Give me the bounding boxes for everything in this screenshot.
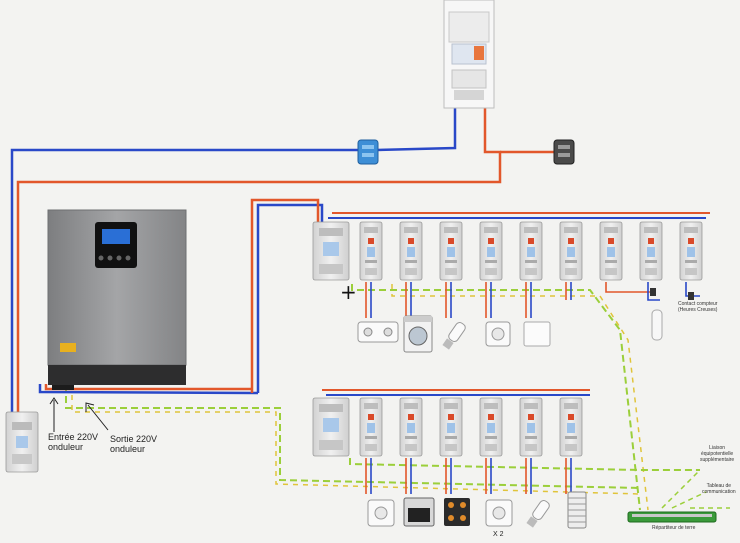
washing-machine-icon (403, 315, 433, 353)
phase-inverter-out (44, 384, 252, 391)
extra-bonding-label-line3: supplémentaire (700, 456, 735, 463)
inverter-screen (95, 222, 137, 268)
earth-wire-row1-b (391, 284, 649, 511)
wall-socket-icon (485, 321, 511, 347)
earth-wire-inverter-b (71, 385, 641, 495)
inverter-output-label-line1: Sortie 220V (110, 434, 158, 444)
comm-panel-label-line2: communication (702, 488, 736, 495)
meter-contact-label-line1: Contact compteur (678, 301, 718, 307)
phase-wires (16, 105, 710, 470)
neutral-to-row1 (256, 203, 324, 393)
earth-wire-out-1 (661, 469, 701, 509)
inverter-input-label-line2: onduleur (48, 442, 84, 453)
row2-differential-switch (312, 397, 350, 457)
extra-bonding-label-line2: équipotentielle (700, 450, 734, 457)
phase-to-row1 (250, 198, 320, 393)
neutral-main (10, 148, 362, 470)
inverter-output-label: Sortie 220V onduleur (110, 434, 157, 455)
oven-icon (403, 497, 435, 527)
pointer-arrows (49, 397, 109, 432)
cursor-crosshair: + (340, 280, 357, 304)
energy-meter (443, 0, 495, 109)
extra-bonding-label-line1: Liaison (709, 445, 726, 451)
earth-wires (65, 284, 730, 511)
socket-strip-icon (357, 321, 399, 343)
phase-main (16, 105, 502, 470)
inverter-input-label: Entrée 220V onduleur (48, 432, 98, 453)
earth-distribution-bar (627, 511, 717, 523)
neutral-inverter-out (38, 384, 259, 395)
neutral-connector-block (357, 139, 379, 165)
warning-sticker (60, 343, 76, 352)
meter-contact-label-line2: (Heures Creuses) (678, 306, 718, 313)
double-socket-icon (485, 499, 513, 527)
hc-contactor-sensor (651, 309, 663, 341)
light-bulb-icon (442, 322, 466, 350)
towel-radiator-icon (567, 491, 587, 529)
comm-panel-label: Tableau de communication (702, 483, 736, 496)
quantity-label: X 2 (493, 531, 504, 538)
neutral-wires (10, 105, 706, 470)
phase-connector-block (553, 139, 575, 165)
hc-contact-terminals (650, 288, 694, 300)
earth-wire-row1 (351, 284, 641, 511)
wall-socket-icon (367, 499, 395, 527)
meter-contact-label: Contact compteur (Heures Creuses) (678, 301, 718, 314)
cooktop-icon (444, 498, 470, 526)
inverter (47, 209, 187, 390)
switch-plate-icon (523, 321, 551, 347)
row1-differential-switch (312, 221, 350, 281)
earth-wire-row2 (349, 458, 700, 471)
extra-bonding-label: Liaison équipotentielle supplémentaire (700, 445, 735, 463)
inverter-input-breaker (5, 411, 39, 473)
comm-panel-label-line1: Tableau de (706, 483, 732, 489)
earth-bar-label: Répartiteur de terre (652, 525, 696, 531)
inverter-output-label-line2: onduleur (110, 444, 146, 455)
row2-drops (365, 458, 572, 494)
earth-wire-inverter (65, 385, 641, 489)
neutral-meter-link (375, 105, 457, 152)
row2-breakers (359, 397, 583, 457)
inverter-input-label-line1: Entrée 220V (48, 432, 99, 442)
earth-wire-out-2 (671, 491, 707, 509)
light-bulb-icon (526, 500, 550, 528)
row1-breakers (359, 221, 703, 281)
row1-drops (365, 282, 700, 318)
